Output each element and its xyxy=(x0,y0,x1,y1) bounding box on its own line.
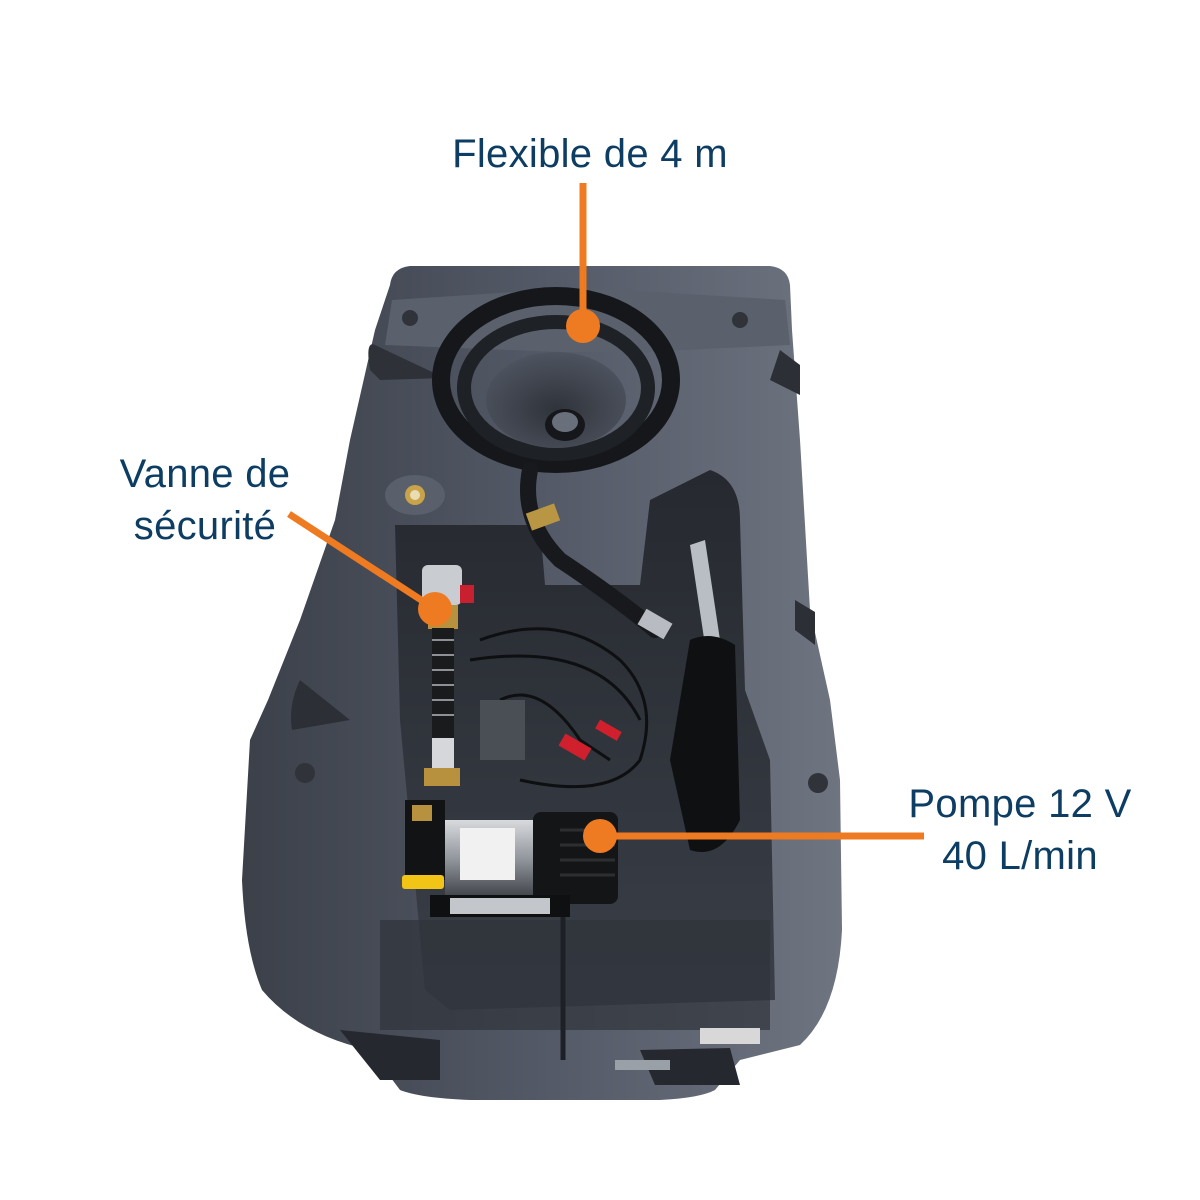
hose-label: Flexible de 4 m xyxy=(420,128,760,180)
pump-label-line-1: Pompe 12 V xyxy=(908,782,1132,826)
valve-callout-dot xyxy=(418,592,452,626)
pump-callout-dot xyxy=(583,819,617,853)
callout-graphics xyxy=(287,183,924,853)
fuel-nozzle xyxy=(670,540,740,852)
pump-label-line-2: 40 L/min xyxy=(942,834,1098,878)
valve-leader-line xyxy=(287,511,437,612)
safety-valve-label: Vanne de sécurité xyxy=(95,448,315,552)
hose-label-line-1: Flexible de 4 m xyxy=(452,132,728,176)
bracket xyxy=(480,700,525,760)
hose-callout-dot xyxy=(566,309,600,343)
pump-label: Pompe 12 V 40 L/min xyxy=(890,778,1150,882)
safety-valve-label-line-2: sécurité xyxy=(133,504,277,548)
fill-port xyxy=(385,475,445,515)
safety-valve-label-line-1: Vanne de xyxy=(119,452,291,496)
wiring xyxy=(469,627,649,789)
tank-body xyxy=(242,266,842,1100)
hose-coil xyxy=(432,287,680,640)
